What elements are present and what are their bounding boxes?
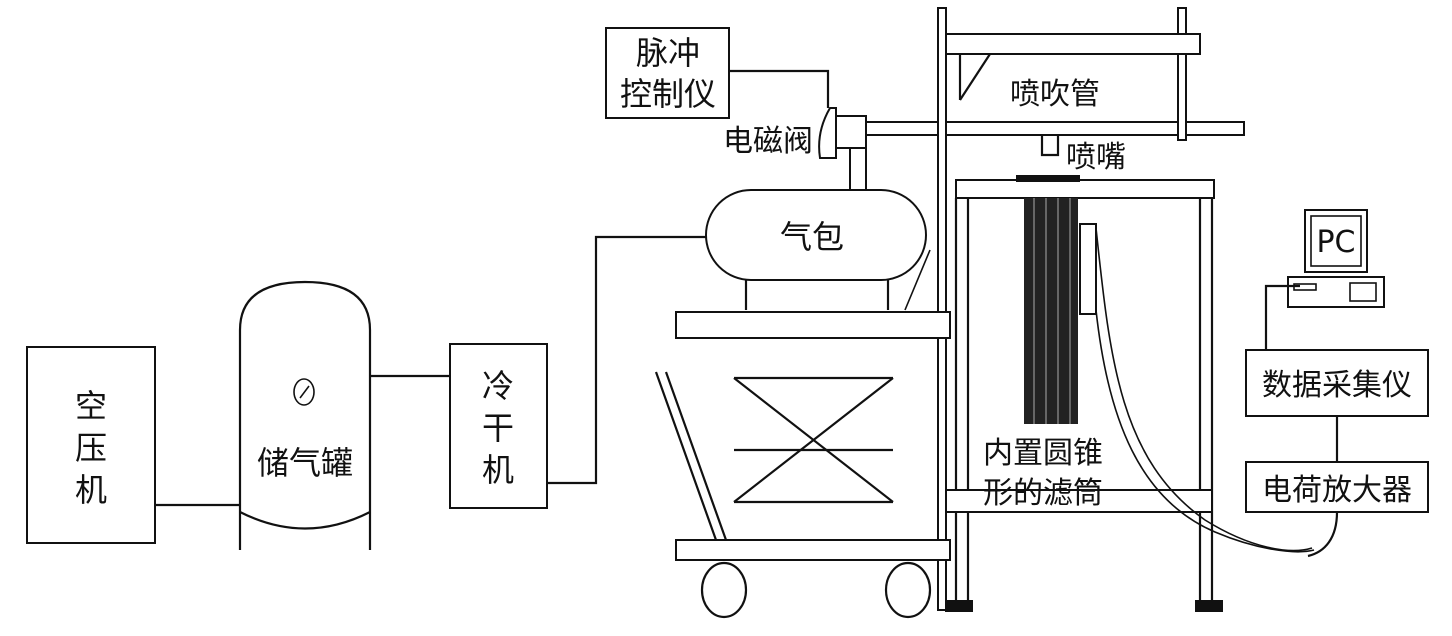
air-bag-label: 气包 — [780, 218, 844, 256]
charge-amplifier: 电荷放大器 — [1245, 461, 1429, 513]
dryer-label-2: 干 — [482, 409, 514, 447]
compressor-label-2: 压 — [75, 429, 107, 467]
support-frame — [904, 7, 1201, 611]
nozzle-label: 喷嘴 — [1066, 140, 1126, 175]
compressor-label-1: 空 — [75, 387, 107, 425]
air-bag: 气包 — [705, 189, 927, 310]
solenoid-valve-label: 电磁阀 — [723, 124, 813, 159]
data-acquisition: 数据采集仪 — [1245, 349, 1429, 417]
pulse-controller-label-2: 控制仪 — [620, 75, 716, 113]
blow-pipe-label: 喷吹管 — [1010, 77, 1100, 112]
pc: PC — [1287, 209, 1385, 308]
compressor-label-3: 机 — [75, 471, 107, 509]
storage-tank: 储气罐 — [238, 280, 372, 550]
wire-amplifier-sensor — [1307, 511, 1339, 558]
refrigerated-dryer: 冷 干 机 — [449, 343, 548, 509]
charge-amplifier-label: 电荷放大器 — [1262, 473, 1412, 508]
lift-cart — [654, 311, 951, 619]
pc-label: PC — [1316, 225, 1355, 260]
cart-wheel-right — [884, 561, 932, 619]
dryer-label-3: 机 — [482, 451, 514, 489]
filter-housing: 内置圆锥 形的滤筒 — [945, 175, 1315, 612]
cart-wheel-left — [700, 561, 748, 619]
solenoid-valve: 电磁阀 — [723, 107, 867, 159]
wire-controller-valve — [729, 69, 830, 108]
filter-label-1: 内置圆锥 — [983, 436, 1103, 471]
pulse-controller-label-1: 脉冲 — [636, 34, 700, 72]
blow-pipe: 喷吹管 喷嘴 — [849, 77, 1245, 191]
filter-label-2: 形的滤筒 — [983, 476, 1103, 511]
wire-pc-daq — [1264, 284, 1300, 350]
air-compressor: 空 压 机 — [26, 346, 156, 544]
storage-tank-label: 储气罐 — [257, 444, 353, 482]
pulse-controller: 脉冲 控制仪 — [605, 27, 730, 119]
dryer-label-1: 冷 — [482, 367, 514, 405]
pipe-dryer-airbag — [547, 235, 706, 485]
pressure-gauge-icon — [293, 378, 315, 406]
data-acquisition-label: 数据采集仪 — [1262, 368, 1412, 403]
computer-case-icon — [1287, 276, 1385, 308]
